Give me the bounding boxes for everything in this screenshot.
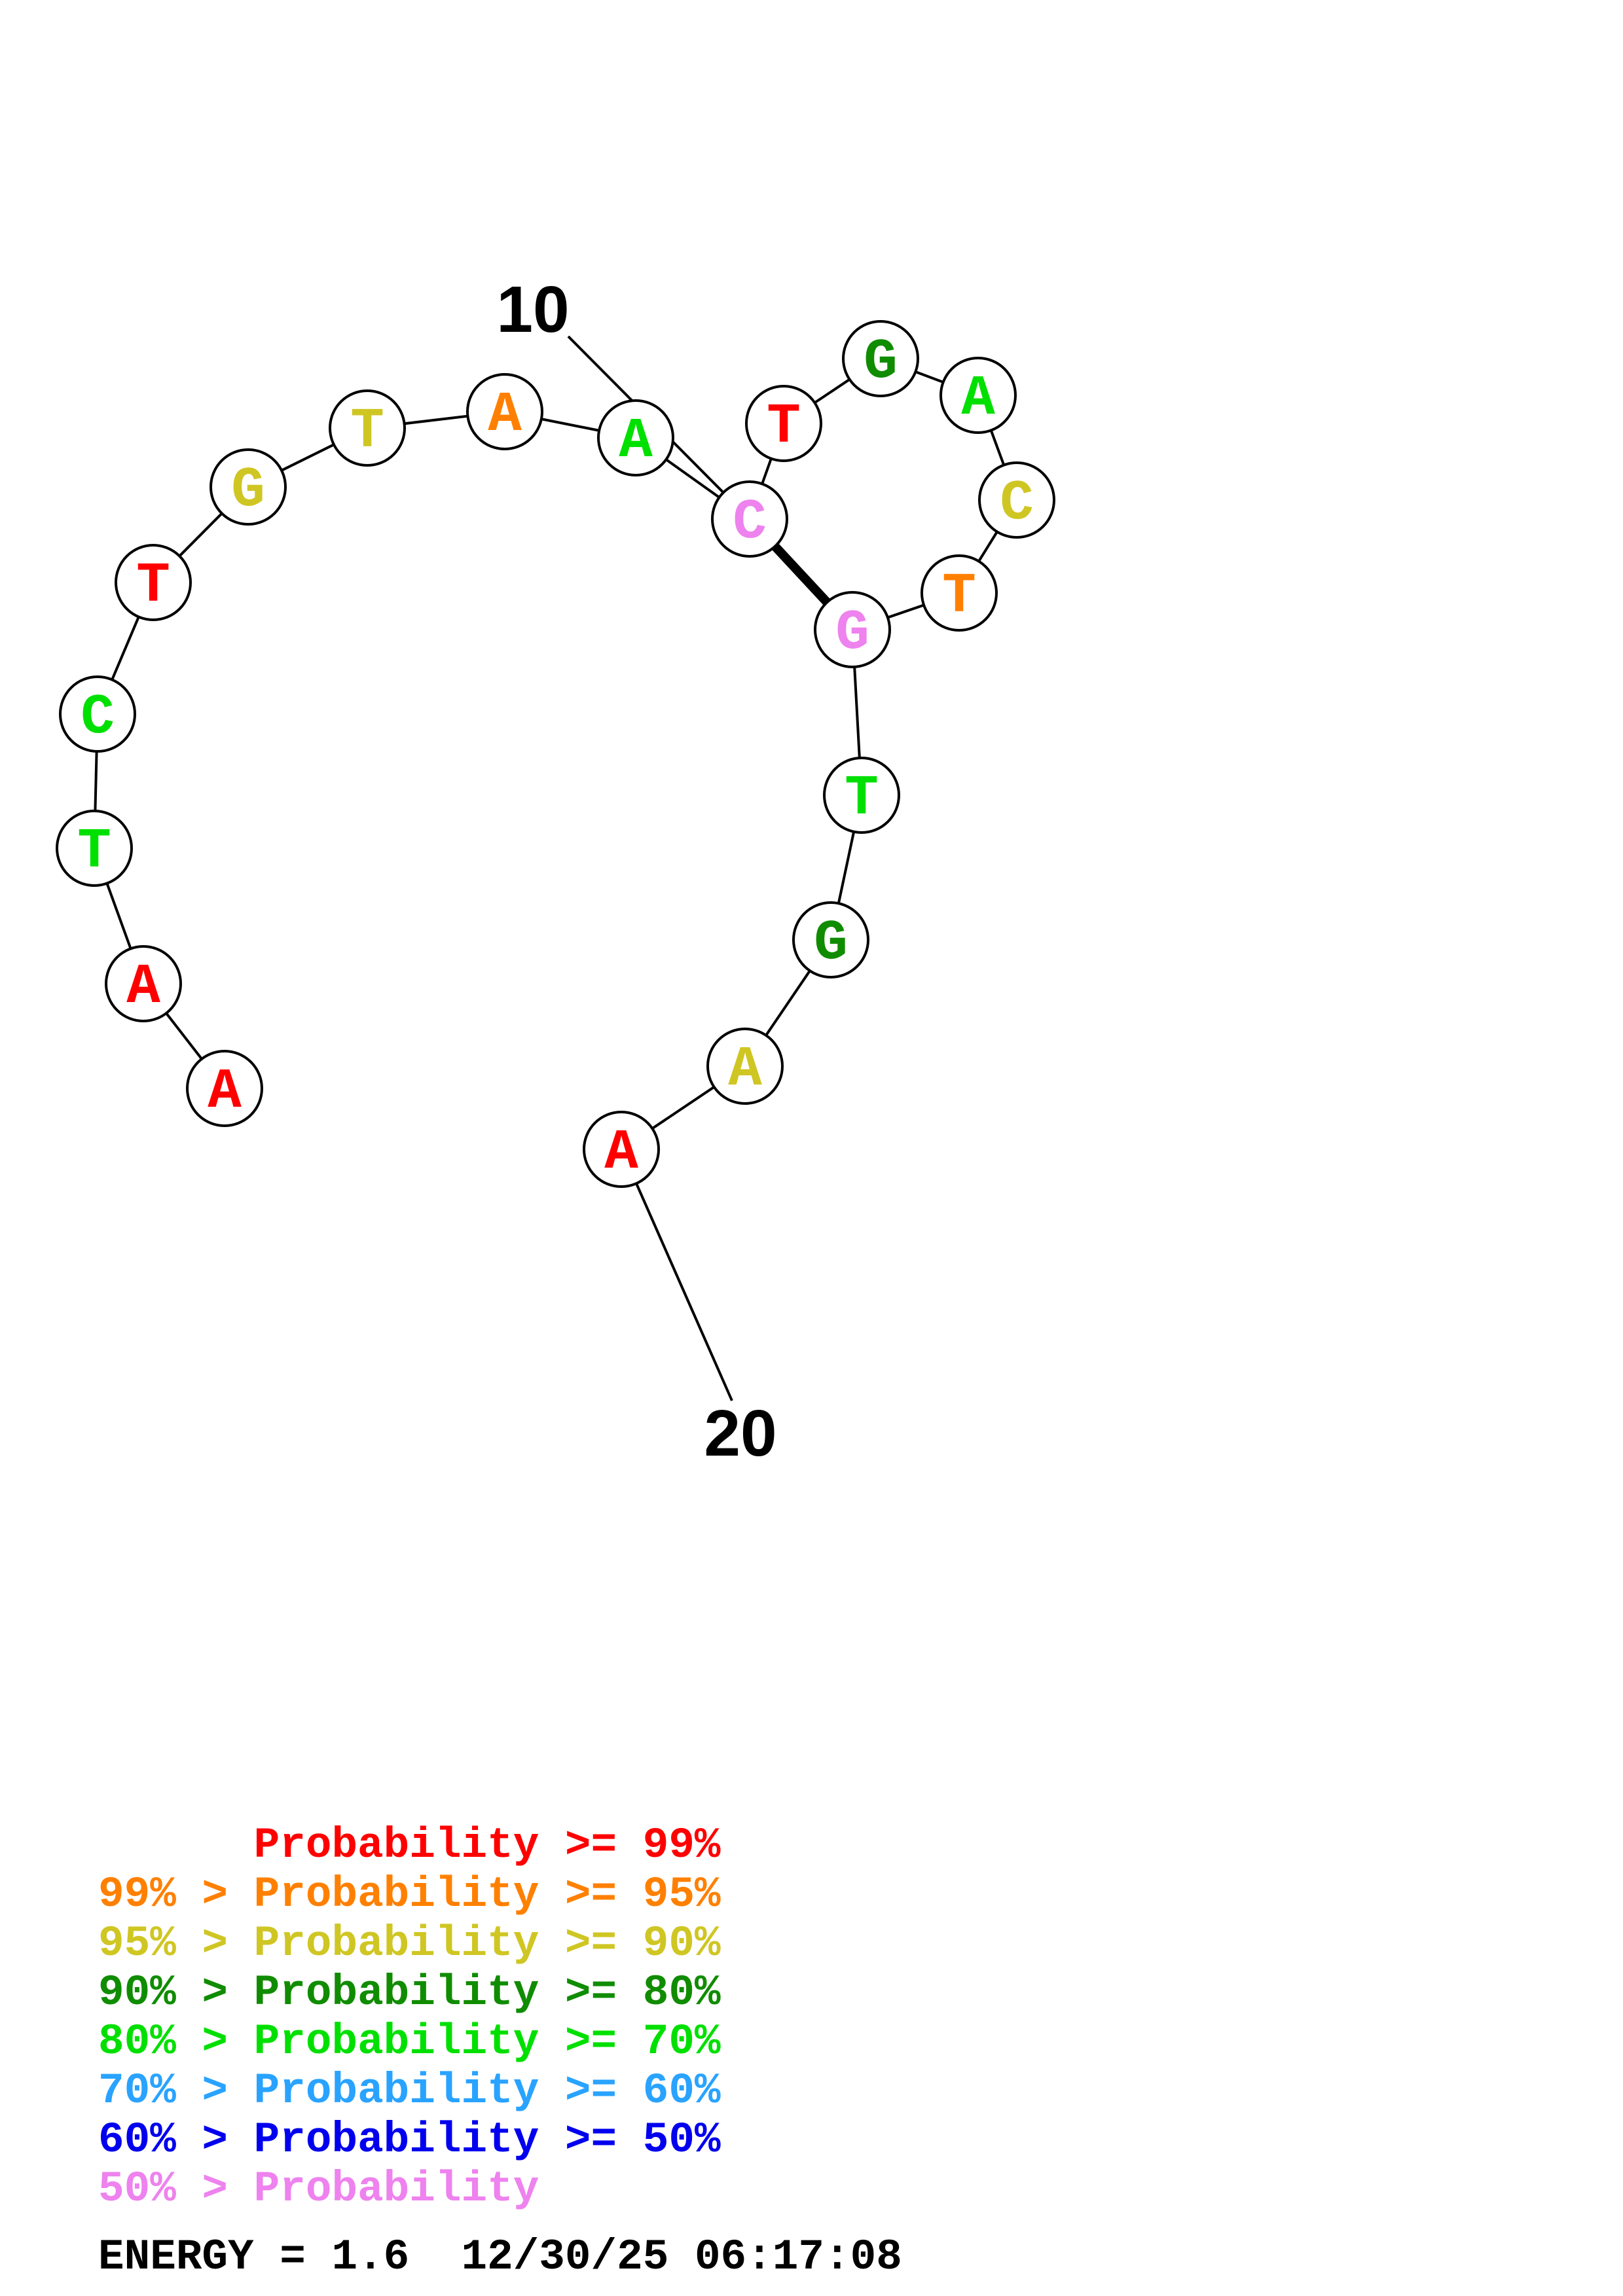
nucleotide-circle	[978, 461, 1055, 539]
position-label: 10	[496, 273, 569, 346]
nucleotide-circle	[711, 480, 788, 558]
nucleotide-circle	[105, 945, 182, 1022]
legend-line: 60% > Probability >= 50%	[98, 2115, 721, 2164]
nucleotide-circle	[921, 554, 998, 632]
nucleotide-letter: G	[835, 601, 869, 665]
nucleotide-circle	[329, 389, 406, 467]
nucleotide-letter: A	[728, 1037, 762, 1102]
nucleotide-circle	[466, 373, 543, 450]
probability-legend: Probability >= 99%99% > Probability >= 9…	[98, 1821, 721, 2214]
legend-line: 80% > Probability >= 70%	[98, 2017, 721, 2066]
label-pointer-line	[620, 1149, 733, 1401]
nucleotide-letter: T	[136, 554, 170, 618]
nucleotide-circle	[186, 1050, 263, 1127]
nucleotide-circle	[59, 675, 136, 753]
nucleotide-letter: T	[350, 399, 384, 463]
nucleotide-letter: T	[767, 395, 801, 459]
nucleotide-circle	[745, 385, 822, 462]
legend-line: 95% > Probability >= 90%	[98, 1919, 721, 1968]
nucleotide-circle	[210, 448, 287, 526]
nucleotide-letter: G	[231, 458, 265, 522]
nucleotide-letter: A	[488, 383, 522, 447]
legend-line: 90% > Probability >= 80%	[98, 1968, 721, 2017]
nucleotide-letter: C	[733, 490, 767, 554]
energy-line: ENERGY = 1.6 12/30/25 06:17:08	[98, 2233, 902, 2282]
nucleotide-circle	[115, 544, 192, 621]
nucleotide-letter: T	[77, 819, 111, 884]
nucleotide-letter: C	[81, 685, 115, 749]
nucleotide-circle	[842, 320, 919, 397]
nucleotide-circle	[706, 1028, 784, 1105]
legend-line: 99% > Probability >= 95%	[98, 1870, 721, 1919]
nucleotide-letter: A	[604, 1121, 638, 1185]
nucleotide-letter: A	[619, 409, 653, 473]
legend-line: 50% > Probability	[98, 2164, 539, 2214]
legend-line: 70% > Probability >= 60%	[98, 2066, 721, 2115]
nucleotide-circle	[56, 810, 133, 887]
nucleotide-circle	[939, 357, 1017, 434]
nucleotide-letter: A	[961, 367, 995, 431]
nucleotide-circle	[823, 757, 900, 834]
nucleotide-letter: T	[942, 564, 976, 628]
nucleotide-circle	[597, 399, 674, 476]
nucleotide-letter: G	[814, 911, 848, 975]
nucleotide-circle	[792, 901, 869, 978]
nucleotide-letter: G	[864, 330, 898, 394]
nucleotide-letter: T	[845, 766, 879, 831]
position-label: 20	[704, 1397, 776, 1470]
nucleotide-letter: A	[208, 1060, 242, 1124]
nucleotide-letter: A	[126, 955, 160, 1019]
nucleotide-circle	[583, 1111, 660, 1188]
nucleotide-circle	[814, 591, 891, 668]
legend-line: Probability >= 99%	[253, 1821, 721, 1870]
nucleotide-letter: C	[1000, 471, 1034, 535]
